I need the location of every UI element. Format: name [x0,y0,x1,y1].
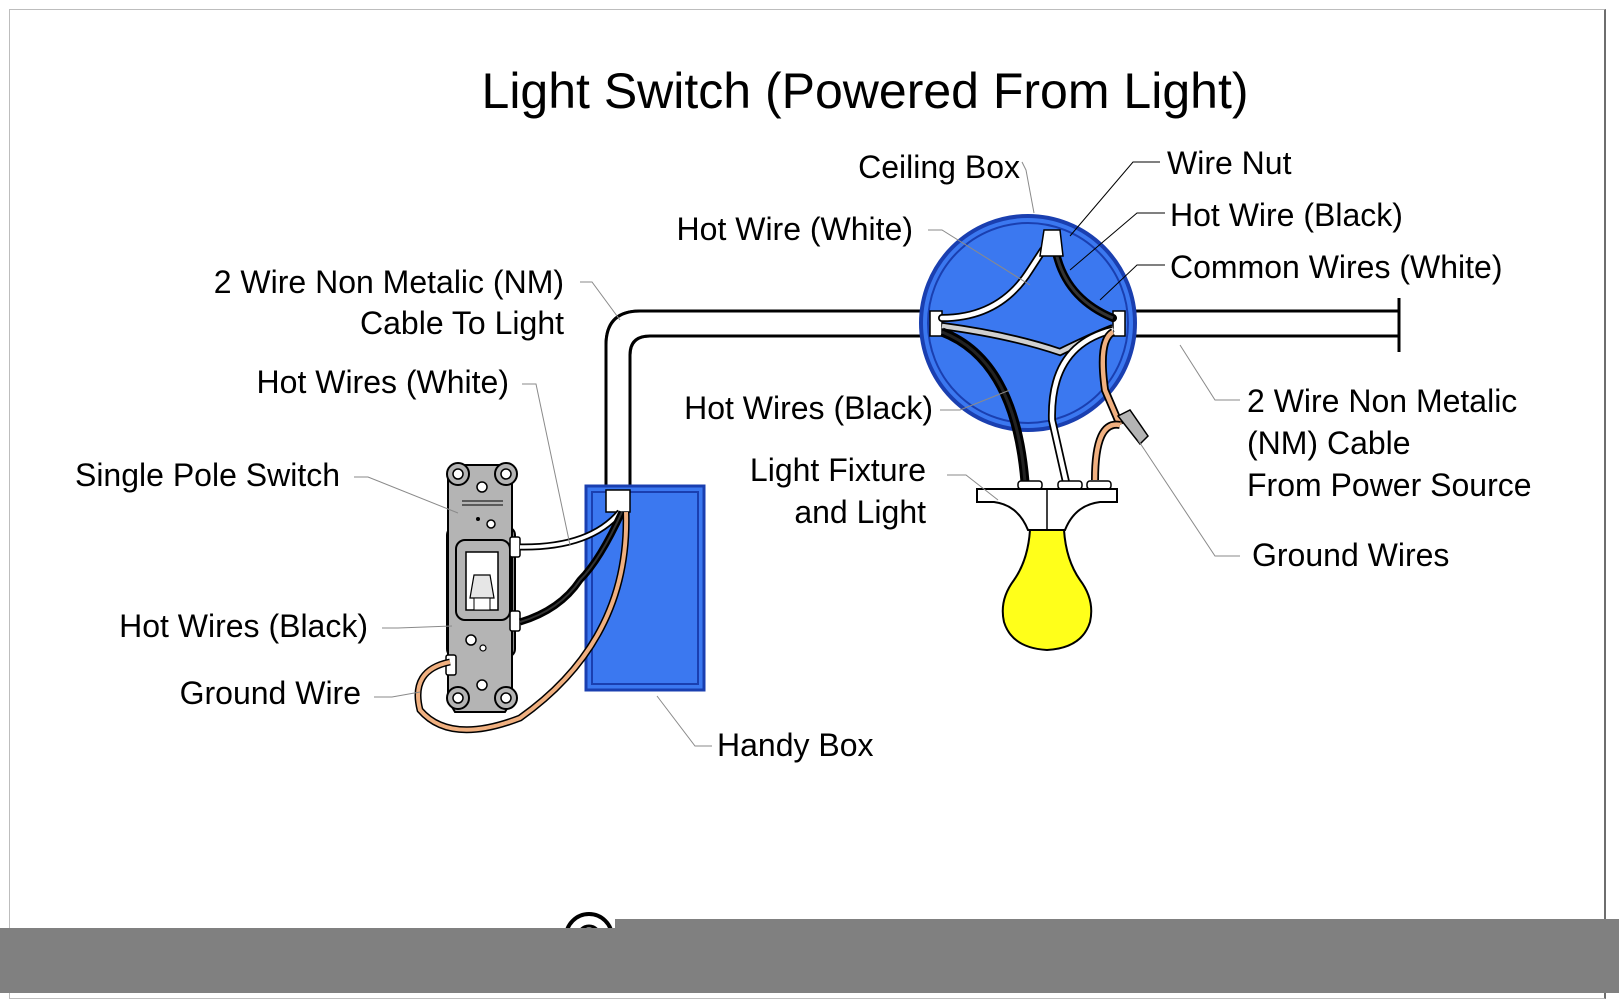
label-ceiling-box: Ceiling Box [858,149,1020,185]
nm-cable-to-light [604,309,930,490]
label-light-fixture-2: and Light [794,494,926,530]
light-bulb [1001,529,1093,652]
label-hot-wire-black-right: Hot Wire (Black) [1170,197,1403,233]
label-nm-cable-to-light-1: 2 Wire Non Metalic (NM) [214,264,564,300]
light-fixture [976,480,1118,652]
label-ground-wire: Ground Wire [180,675,361,711]
diagram-title: Light Switch (Powered From Light) [482,63,1249,119]
label-hot-wire-white-top: Hot Wire (White) [677,211,913,247]
label-hot-wires-white-left: Hot Wires (White) [257,364,509,400]
ceiling-box [919,214,1149,483]
label-ground-wires: Ground Wires [1252,537,1449,573]
ground-wire-nut [1116,409,1149,446]
label-light-fixture-1: Light Fixture [750,452,926,488]
handy-box [584,484,706,692]
wire-nut [1039,229,1064,257]
overlay-bar [0,928,1619,993]
nm-cable-from-power-source [1125,298,1401,352]
switch-wires [414,509,630,734]
label-nm-cable-source-1: 2 Wire Non Metalic [1247,383,1517,419]
label-hot-wires-black-center: Hot Wires (Black) [684,390,933,426]
label-nm-cable-source-3: From Power Source [1247,467,1532,503]
label-nm-cable-source-2: (NM) Cable [1247,425,1411,461]
diagram-frame [9,9,1606,999]
label-handy-box: Handy Box [717,727,874,763]
single-pole-switch [445,462,521,713]
cable-clamp [605,489,631,513]
label-single-pole-switch: Single Pole Switch [75,457,340,493]
label-nm-cable-to-light-2: Cable To Light [360,305,564,341]
leader-lines [354,161,1240,747]
label-common-wires-white: Common Wires (White) [1170,249,1502,285]
label-hot-wires-black-left: Hot Wires (Black) [119,608,368,644]
label-wire-nut: Wire Nut [1167,145,1292,181]
